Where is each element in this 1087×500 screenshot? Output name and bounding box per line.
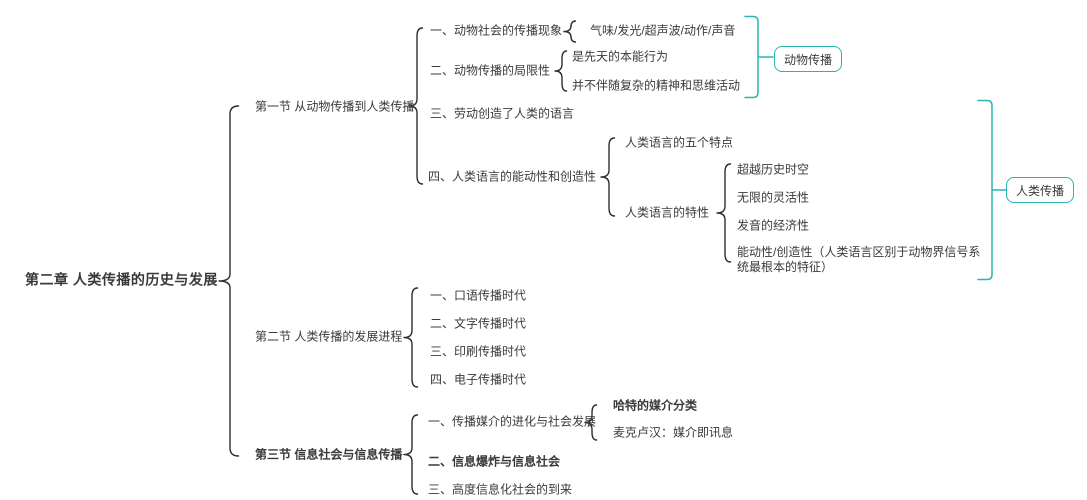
- section-2-node[interactable]: 第二节 人类传播的发展进程: [255, 329, 403, 344]
- s3-leaf-hart-classification[interactable]: 哈特的媒介分类: [613, 398, 698, 413]
- human-communication-summary[interactable]: 人类传播: [1006, 177, 1074, 203]
- s1-leaf-no-complex-thought[interactable]: 并不伴随复杂的精神和思维活动: [572, 78, 741, 93]
- s3-item-information-society[interactable]: 三、高度信息化社会的到来: [428, 482, 573, 497]
- s2-item-print-era[interactable]: 三、印刷传播时代: [430, 344, 527, 359]
- animal-summary-bracket: [744, 15, 774, 99]
- s1-item-language-creativity[interactable]: 四、人类语言的能动性和创造性: [428, 169, 597, 184]
- s2-item-writing-era[interactable]: 二、文字传播时代: [430, 316, 527, 331]
- limitations-brace: [554, 50, 568, 92]
- section-3-brace: [403, 414, 419, 495]
- section-3-node[interactable]: 第三节 信息社会与信息传播: [255, 447, 403, 462]
- s3-leaf-mcluhan[interactable]: 麦克卢汉：媒介即讯息: [613, 425, 734, 440]
- s1-item-limitations[interactable]: 二、动物传播的局限性: [430, 63, 551, 78]
- section-1-node[interactable]: 第一节 从动物传播到人类传播: [255, 99, 415, 114]
- root-brace: [218, 105, 240, 457]
- human-summary-bracket: [977, 99, 1007, 281]
- s1-leaf-five-features[interactable]: 人类语言的五个特点: [625, 135, 734, 150]
- s1-leaf-instinct[interactable]: 是先天的本能行为: [572, 49, 669, 64]
- traits-brace: [716, 163, 732, 263]
- s1-leaf-language-traits[interactable]: 人类语言的特性: [625, 205, 710, 220]
- signals-brace: [563, 20, 577, 43]
- animal-communication-summary[interactable]: 动物传播: [774, 46, 842, 72]
- s1-item-labor-language[interactable]: 三、劳动创造了人类的语言: [430, 106, 575, 121]
- section-2-brace: [403, 287, 419, 388]
- trait-economy[interactable]: 发音的经济性: [737, 218, 810, 233]
- language-brace: [600, 137, 616, 217]
- s1-leaf-signals[interactable]: 气味/发光/超声波/动作/声音: [590, 23, 736, 38]
- s3-item-media-evolution[interactable]: 一、传播媒介的进化与社会发展: [428, 414, 597, 429]
- trait-creativity[interactable]: 能动性/创造性（人类语言区别于动物界信号系统最根本的特征）: [737, 245, 981, 274]
- s1-item-animal-phenomena[interactable]: 一、动物社会的传播现象: [430, 23, 563, 38]
- s2-item-electronic-era[interactable]: 四、电子传播时代: [430, 372, 527, 387]
- trait-beyond-history[interactable]: 超越历史时空: [737, 162, 810, 177]
- s3-item-information-explosion[interactable]: 二、信息爆炸与信息社会: [428, 454, 561, 469]
- media-brace: [584, 404, 598, 441]
- root-node[interactable]: 第二章 人类传播的历史与发展: [25, 271, 218, 288]
- section-1-brace: [408, 27, 424, 185]
- trait-flexibility[interactable]: 无限的灵活性: [737, 190, 810, 205]
- s2-item-oral-era[interactable]: 一、口语传播时代: [430, 288, 527, 303]
